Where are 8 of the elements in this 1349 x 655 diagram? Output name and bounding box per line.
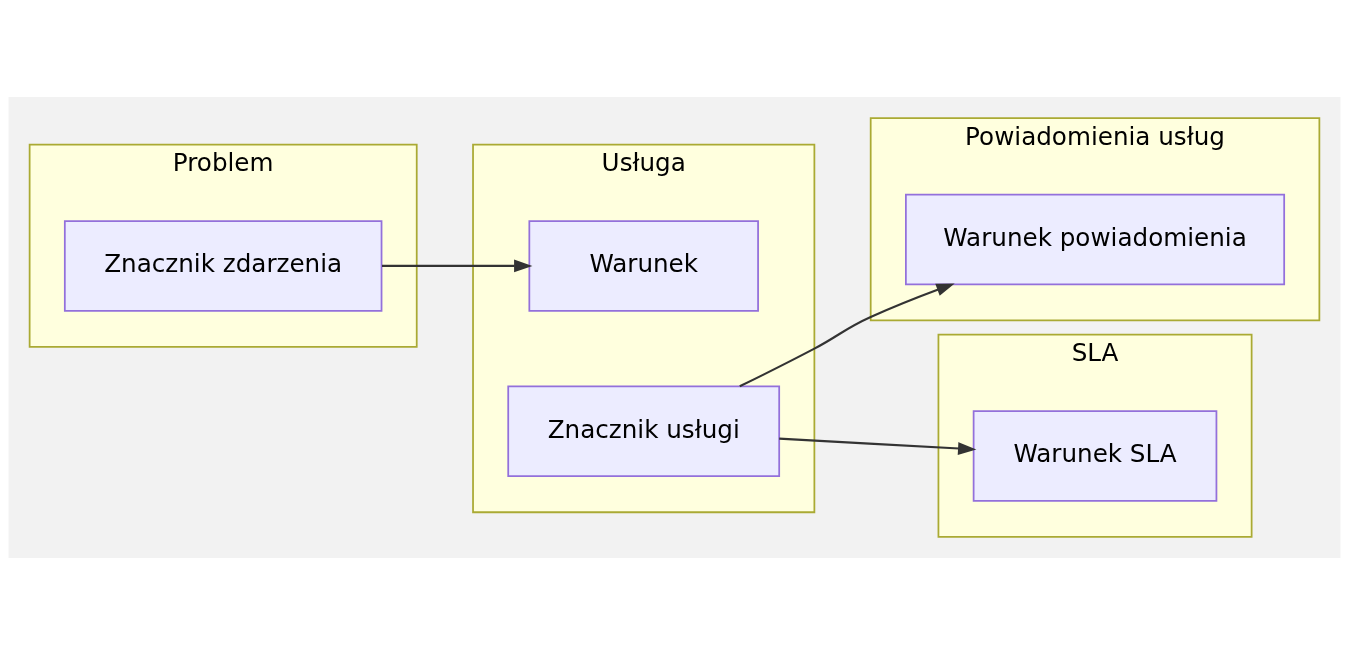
arrow bbox=[382, 259, 533, 273]
node-box: Warunek powiadomienia bbox=[905, 193, 1286, 286]
node-box: Znacznik usługi bbox=[507, 385, 781, 478]
node-box: Warunek SLA bbox=[972, 410, 1218, 502]
node-box: Warunek bbox=[528, 220, 759, 312]
arrow bbox=[779, 437, 977, 455]
arrow bbox=[739, 283, 955, 388]
node-box: Znacznik zdarzenia bbox=[63, 220, 383, 312]
